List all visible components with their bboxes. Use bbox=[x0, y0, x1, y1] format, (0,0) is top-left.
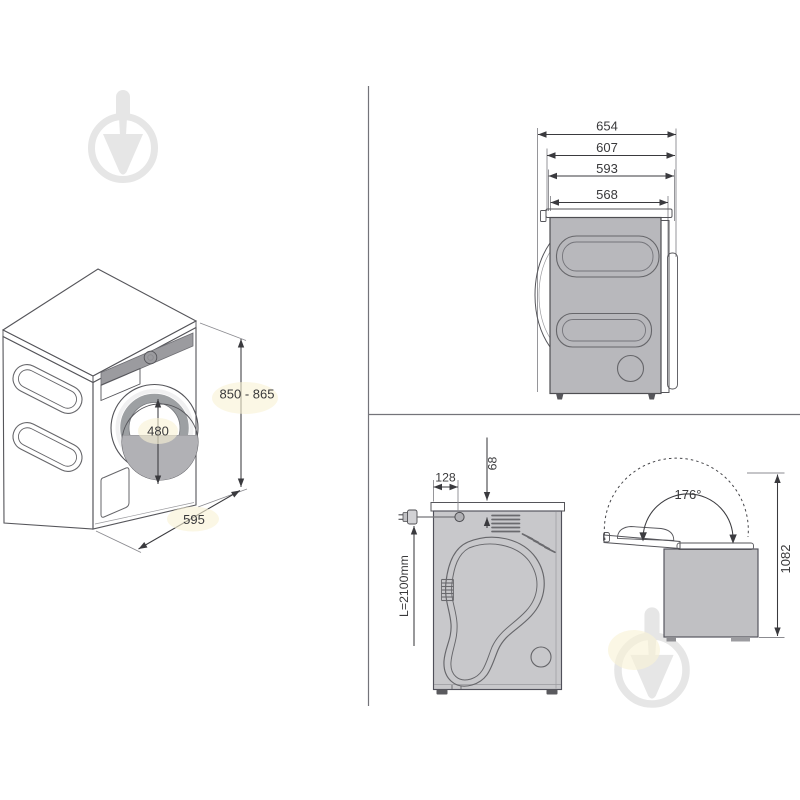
rear-bulge bbox=[667, 252, 678, 390]
top-slab bbox=[430, 502, 565, 512]
lid-tab bbox=[540, 210, 547, 222]
perspective-view: 850 - 865 480 595 bbox=[1, 268, 278, 553]
program-knob-center bbox=[147, 354, 154, 361]
top-face bbox=[1, 268, 198, 377]
door-open-view: 176° 1082 bbox=[603, 457, 793, 670]
left-panel bbox=[2, 335, 94, 530]
rear-port-circle bbox=[530, 646, 552, 668]
dim-593-label: 593 bbox=[596, 161, 618, 176]
trowel-logo-watermark-top-left bbox=[92, 90, 155, 180]
height-ext-bottom bbox=[197, 488, 248, 508]
door-swing-dotted-arc bbox=[603, 457, 749, 541]
side-view-dimensions: 654 607 593 568 bbox=[538, 119, 676, 206]
side-view: 654 607 593 568 bbox=[534, 119, 678, 400]
machine-3d-body bbox=[1, 268, 199, 530]
open-door-glass bbox=[617, 526, 675, 541]
top-lid bbox=[545, 208, 673, 218]
power-plug-icon bbox=[398, 509, 418, 525]
door-bulge bbox=[534, 241, 551, 349]
perspective-dimensions: 850 - 865 480 595 bbox=[95, 322, 278, 553]
side-panel bbox=[549, 216, 662, 395]
dim-568-label: 568 bbox=[596, 187, 618, 202]
angle-arc bbox=[642, 493, 734, 541]
cord-grommet bbox=[454, 511, 465, 523]
rear-foot bbox=[648, 393, 656, 400]
height-ext-top bbox=[199, 322, 247, 341]
dim-width-label: 595 bbox=[183, 512, 205, 527]
side-emboss-upper bbox=[555, 235, 660, 278]
right-base-tab bbox=[731, 637, 750, 642]
dim-angle-label: 176° bbox=[675, 487, 702, 502]
door-bulge-inner bbox=[538, 251, 551, 339]
dim-cord-length-label: L=2100mm bbox=[397, 555, 411, 617]
dim-607-label: 607 bbox=[596, 140, 618, 155]
label-highlight bbox=[138, 418, 178, 444]
side-emboss-lower bbox=[12, 422, 83, 472]
duct-emboss-inner bbox=[450, 543, 538, 681]
program-knob bbox=[143, 350, 158, 365]
angle-arrow-left bbox=[639, 532, 647, 542]
control-panel-strip bbox=[100, 332, 194, 387]
door-open-machine bbox=[603, 526, 759, 642]
rear-view-machine bbox=[398, 502, 565, 695]
front-foot bbox=[556, 393, 564, 400]
angle-dimension: 176° bbox=[639, 487, 737, 544]
dim-68-label: 68 bbox=[486, 457, 500, 471]
side-view-machine bbox=[534, 208, 678, 400]
filter-door bbox=[100, 467, 130, 518]
right-foot bbox=[546, 689, 558, 695]
open-height-dimension: 1082 bbox=[747, 472, 793, 638]
side-knob-emboss bbox=[616, 354, 645, 383]
side-emboss-lower-inner bbox=[562, 319, 646, 342]
rear-panel bbox=[432, 510, 563, 691]
dim-door-label: 480 bbox=[147, 424, 169, 439]
rear-view-dimensions: 128 68 L=2100mm bbox=[397, 437, 500, 646]
width-ext-left bbox=[95, 530, 142, 553]
duct-emboss-outer bbox=[443, 536, 545, 687]
side-emboss-upper-inner bbox=[562, 241, 654, 272]
top-lip-left bbox=[2, 329, 94, 384]
vent-slats-diagonal bbox=[521, 533, 556, 554]
open-door-plate bbox=[603, 534, 681, 550]
left-foot bbox=[666, 637, 676, 642]
dim-128-label: 128 bbox=[435, 471, 456, 485]
top-rim bbox=[676, 542, 754, 550]
rear-view: 128 68 L=2100mm bbox=[397, 437, 565, 695]
label-highlight bbox=[608, 630, 660, 670]
vent-slats-horizontal bbox=[491, 514, 521, 533]
cabinet-body bbox=[663, 548, 759, 638]
angle-arrow-right bbox=[729, 534, 737, 544]
label-highlight bbox=[167, 506, 219, 532]
dim-654-label: 654 bbox=[596, 119, 618, 134]
dim-height-label: 850 - 865 bbox=[220, 387, 275, 402]
dim-1082-label: 1082 bbox=[778, 545, 793, 574]
label-highlight bbox=[212, 382, 278, 414]
side-emboss-upper bbox=[12, 364, 83, 414]
panel-dividers bbox=[367, 86, 800, 706]
detergent-drawer bbox=[100, 367, 141, 402]
side-emboss-lower bbox=[555, 312, 653, 348]
left-foot bbox=[436, 689, 448, 695]
